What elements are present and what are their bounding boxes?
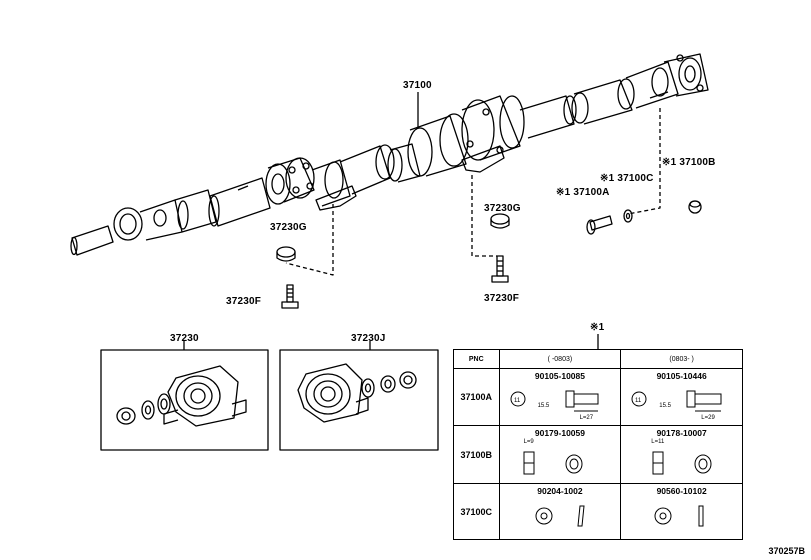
- part-number: 90179-10059: [534, 428, 585, 438]
- dim-length: L=27: [579, 415, 594, 421]
- label-box-37230: 37230: [170, 333, 199, 344]
- label-37100c: ※1 37100C: [600, 173, 654, 184]
- part-number: 90105-10446: [656, 371, 707, 381]
- washer-icon: [535, 505, 585, 527]
- pnc-37100a: 37100A: [453, 368, 500, 426]
- part-number: 90178-10007: [656, 428, 707, 438]
- washer-37100c: [623, 209, 633, 223]
- diagram-code: 370257B: [768, 546, 805, 556]
- table-row: 37100A 90105-10085 11 15.5 L=27 90105-10…: [453, 368, 743, 426]
- label-37100: 37100: [403, 80, 432, 91]
- washers-set-37230j: [361, 371, 417, 398]
- nut-37230g-left: [276, 246, 296, 262]
- header-right-period: (0803- ): [620, 349, 743, 369]
- dim-length: L=9: [523, 439, 534, 445]
- table-row: 37100B 90179-10059 L=9 90178-10007 L=11: [453, 425, 743, 484]
- label-note-mark: ※1: [590, 322, 605, 333]
- box-37230j: [279, 349, 439, 451]
- washers-set-37230: [116, 393, 171, 425]
- dim-length: L=29: [701, 415, 715, 421]
- dim-diameter: 15.5: [537, 403, 550, 409]
- dim-diameter: 15.5: [659, 403, 671, 409]
- bolt-icon: 11: [631, 390, 722, 412]
- svg-text:11: 11: [635, 398, 642, 404]
- pnc-37100c: 37100C: [453, 483, 500, 540]
- header-left-period: ( -0803): [498, 349, 622, 369]
- pnc-37100b: 37100B: [453, 425, 500, 484]
- part-number: 90560-10102: [656, 486, 707, 496]
- part-number: 90105-10085: [534, 371, 585, 381]
- washer-icon: [654, 505, 704, 527]
- label-box-37230j: 37230J: [351, 333, 386, 344]
- table-row: 37100C 90204-1002 90560-10102: [453, 483, 743, 540]
- nut-37230g-right: [490, 213, 510, 229]
- bolt-37230f-left: [281, 284, 299, 309]
- center-bearing-37230: [163, 365, 247, 427]
- bolt-37230f-right: [491, 255, 509, 283]
- bolt-37100a: [586, 215, 613, 235]
- dim-length: L=11: [651, 439, 665, 445]
- label-37230f-right: 37230F: [484, 293, 520, 304]
- label-37230f-left: 37230F: [226, 296, 262, 307]
- propeller-shaft-assembly: [70, 53, 709, 256]
- header-pnc: PNC: [453, 349, 500, 369]
- table-header: PNC ( -0803) (0803- ): [453, 349, 743, 369]
- nut-37100b: [688, 200, 702, 214]
- center-bearing-37230j: [297, 363, 369, 423]
- label-37230g-left: 37230G: [270, 222, 307, 233]
- label-37230g-right: 37230G: [484, 203, 521, 214]
- bolt-icon: 11: [510, 390, 599, 412]
- parts-table: PNC ( -0803) (0803- ) 37100A 90105-10085…: [453, 349, 743, 540]
- label-37100b: ※1 37100B: [662, 157, 716, 168]
- svg-text:11: 11: [514, 398, 521, 404]
- part-number: 90204-1002: [537, 486, 583, 496]
- dashed-guides: [285, 108, 661, 276]
- nut-icon: [523, 451, 583, 475]
- nut-icon: [652, 451, 712, 475]
- label-37100a: ※1 37100A: [556, 187, 610, 198]
